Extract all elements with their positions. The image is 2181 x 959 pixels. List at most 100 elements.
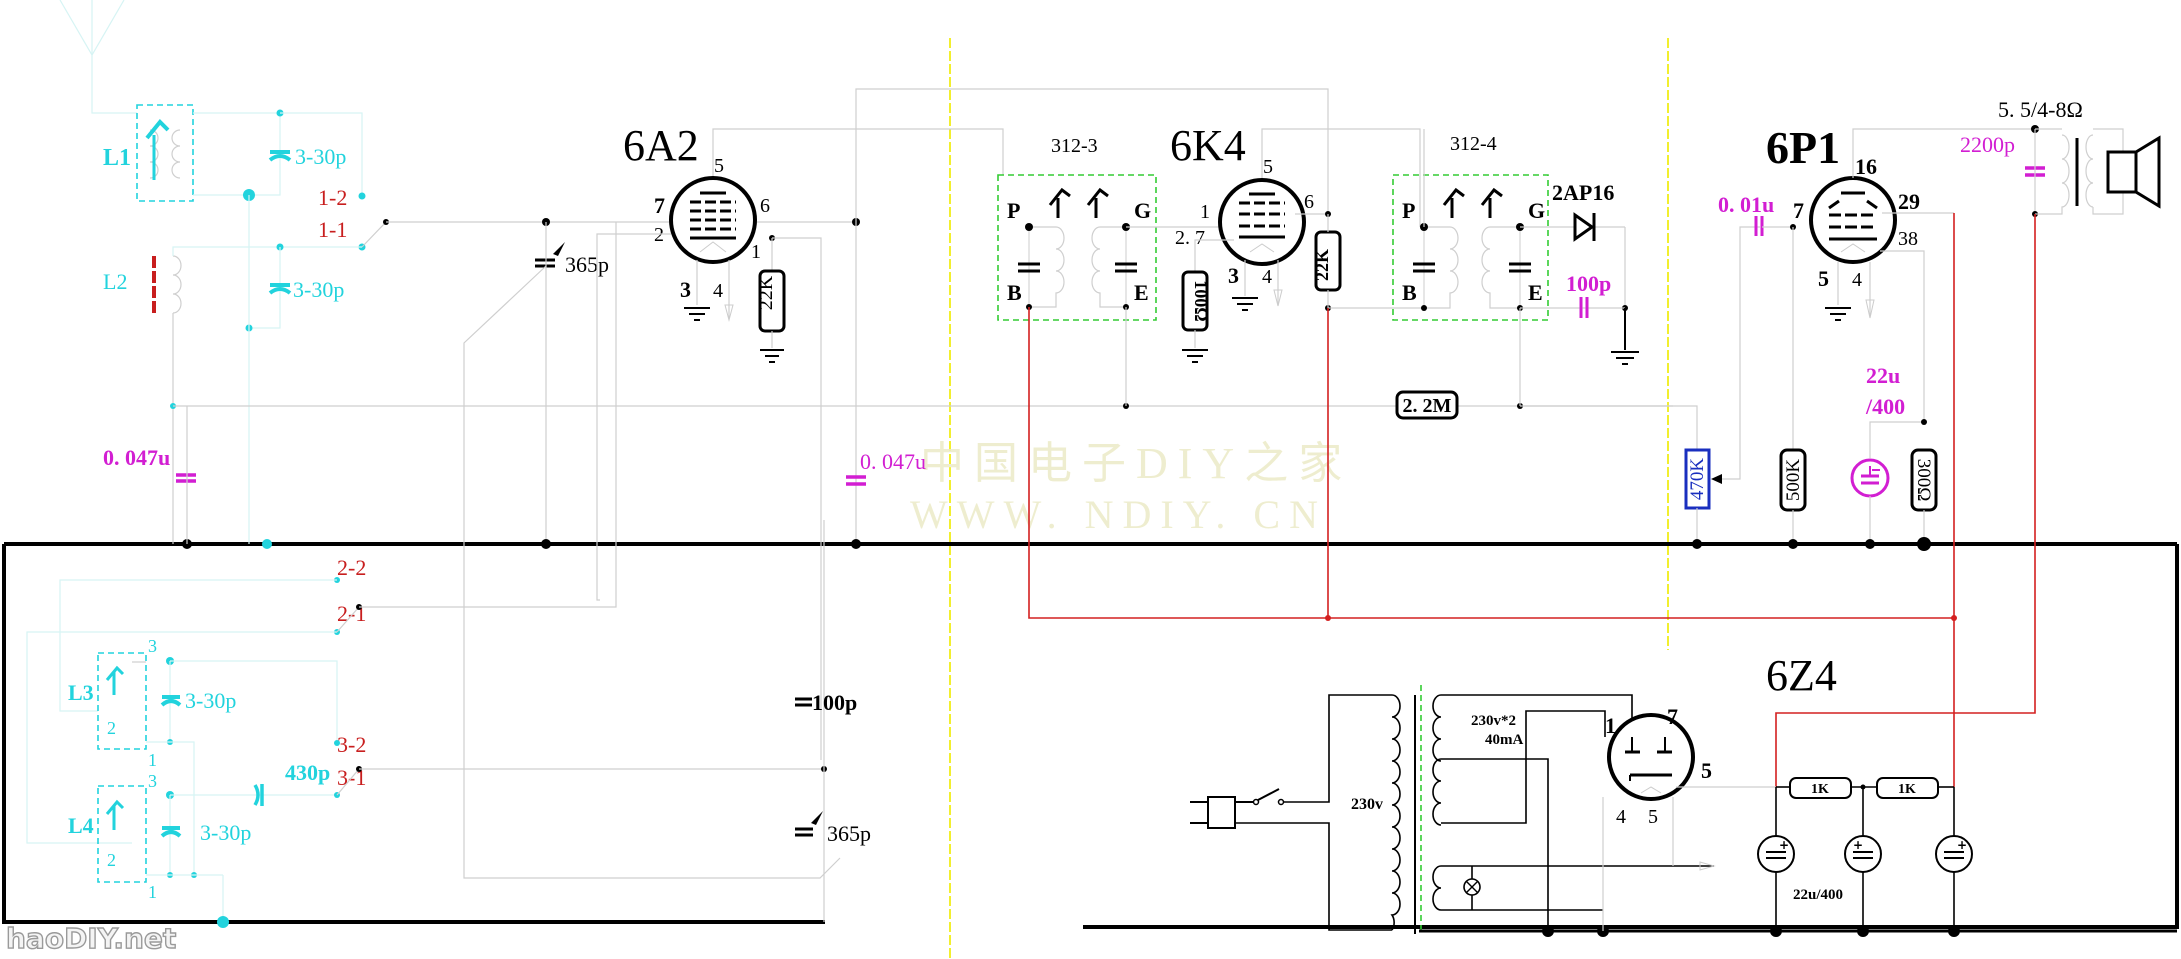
pin-6Z4-5: 5 [1701,758,1712,783]
switch-contact-1-2[interactable]: 1-2 [318,185,347,210]
resistor-22K-6K4: 22K [1312,230,1342,292]
capacitor-label-22u-line1: 22u [1866,363,1900,388]
ground-bus [2,542,2179,929]
resistor-label-100ohm: 100Ω [1191,280,1211,321]
filter-capacitor-2-icon: + [1844,787,1882,931]
pilot-lamp-icon [1463,866,1481,910]
antenna-icon [59,0,137,114]
band-switch-3-lever[interactable] [336,768,360,796]
if-transformer-312-3 [997,174,1157,321]
pin-6A2-7: 7 [654,193,665,218]
pin-6K4-2-7: 2. 7 [1175,227,1205,249]
coil-L4 [97,785,147,883]
pin-6Z4-5b: 5 [1648,806,1658,828]
capacitor-001u-icon [1754,216,1764,236]
L4-tap-1: 1 [148,882,157,902]
trimmer-capacitor-4-icon [160,826,182,838]
tube-6Z4-icon [1607,713,1695,801]
speaker-icon [2106,135,2161,209]
coil-L1 [136,104,194,202]
diode-2AP16-icon [1520,212,1625,242]
capacitor-label-22u-line2: /400 [1865,394,1905,419]
label-L1: L1 [103,145,131,171]
capacitor-label-100p-osc: 100p [812,690,857,715]
tube-label-6K4: 6K4 [1170,121,1246,170]
resistor-1K-first: 1K [1789,777,1852,799]
switch-contact-2-1[interactable]: 2-1 [337,601,366,626]
capacitor-label-001u: 0. 01u [1718,192,1774,217]
capacitor-430p-icon [253,784,264,806]
capacitor-100p-osc-icon [795,697,812,707]
power-plug-icon [1190,796,1236,829]
resistor-label-1K-first: 1K [1811,782,1829,797]
resistor-22K-6A2: 22K [755,269,786,333]
power-transformer-icon [1390,685,1442,934]
resistor-label-22K-6K4: 22K [1312,249,1332,281]
hv-wiring [1028,213,2036,787]
watermark: 中国电子DIY之家 WWW. NDIY. CN [910,439,1342,537]
tube-label-6Z4: 6Z4 [1766,651,1837,700]
filter-capacitor-3-icon: + [1935,787,1973,931]
volume-potentiometer-470K[interactable]: 470K [1684,448,1722,510]
band-switch-2-lever[interactable] [336,606,360,633]
capacitor-100p-det-icon [1579,297,1589,318]
pin-6P1-7: 7 [1793,198,1804,223]
svg-text:+: + [1957,838,1967,852]
resistor-label-500K: 500K [1783,459,1804,502]
resistor-label-470K: 470K [1687,458,1708,501]
svg-text:+: + [1779,838,1789,852]
tube-6A2-icon [669,176,757,264]
ground-icon [684,307,710,321]
if-transformer-label-312-4: 312-4 [1450,133,1497,155]
pin-6A2-3: 3 [680,277,691,302]
ground-icon [1182,349,1208,363]
switch-contact-3-2[interactable]: 3-2 [337,732,366,757]
switch-contact-1-1[interactable]: 1-1 [318,217,347,242]
L3-tap-1: 1 [148,750,157,770]
resistor-label-2-2M: 2. 2M [1403,395,1452,417]
terminal-312-3-G: G [1134,198,1151,223]
resistor-300ohm: 300Ω [1910,448,1938,512]
pin-6K4-1: 1 [1200,201,1210,223]
resistor-2-2M: 2. 2M [1395,390,1459,420]
if-transformer-312-4 [1392,174,1549,321]
pin-6A2-6: 6 [760,195,770,217]
resistor-100ohm-6K4: 100Ω [1181,270,1211,332]
resistor-label-22K-6A2: 22K [755,275,777,310]
resistor-1K-second: 1K [1876,777,1939,799]
terminal-312-4-P: P [1402,198,1415,223]
terminal-312-4-B: B [1402,280,1417,305]
capacitor-0047u-mid-icon [846,475,866,486]
speaker-impedance-label: 5. 5/4-8Ω [1998,97,2083,122]
pin-6A2-5: 5 [714,155,724,177]
filter-capacitor-1-icon: + [1757,787,1795,931]
resistor-label-300ohm: 300Ω [1913,459,1934,502]
pin-6A2-1: 1 [751,241,761,263]
coil-L3 [97,652,147,750]
trimmer-label-2: 3-30p [293,277,344,302]
tube-6P1-icon [1809,176,1897,264]
terminal-312-3-B: B [1007,280,1022,305]
power-switch-icon[interactable] [1235,788,1285,806]
label-L2: L2 [103,269,127,294]
band-switch-1-lever[interactable] [361,221,387,248]
label-L3: L3 [68,680,94,705]
primary-voltage-label: 230v [1351,796,1383,813]
terminal-312-4-E: E [1528,280,1543,305]
pin-6P1-38: 38 [1898,228,1918,250]
terminal-312-4-G: G [1528,198,1545,223]
label-L4: L4 [68,813,94,838]
pin-6P1-16: 16 [1855,154,1877,179]
trimmer-label-3: 3-30p [185,688,236,713]
L3-tap-3: 3 [148,636,157,656]
secondary-voltage-label: 230v*2 [1471,713,1516,729]
pin-6A2-2: 2 [654,224,664,246]
switch-contact-2-2[interactable]: 2-2 [337,555,366,580]
trimmer-capacitor-3-icon [160,695,182,707]
svg-text:+: + [1853,838,1863,852]
tube-label-6P1: 6P1 [1766,122,1840,173]
pin-6A2-4: 4 [713,280,723,302]
trimmer-capacitor-2-icon [268,283,292,295]
pin-6K4-6: 6 [1304,191,1314,213]
